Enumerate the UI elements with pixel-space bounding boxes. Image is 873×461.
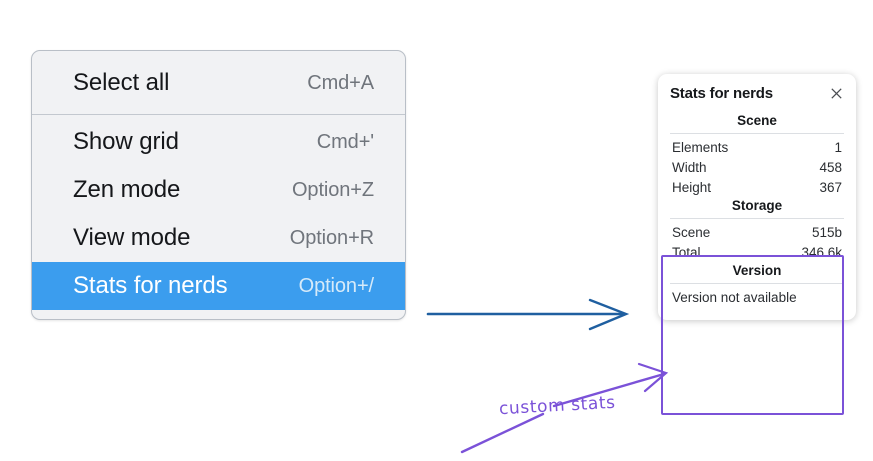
stat-row: Height 367 xyxy=(670,177,844,197)
menu-item-label: Zen mode xyxy=(73,176,181,203)
section-scene: Scene Elements 1 Width 458 Height 367 xyxy=(670,112,844,197)
close-icon[interactable] xyxy=(829,86,844,101)
panel-header: Stats for nerds xyxy=(670,85,844,102)
menu-item-shortcut: Option+R xyxy=(289,226,374,249)
stat-row: Scene 515b xyxy=(670,222,844,242)
stat-value: 367 xyxy=(819,179,842,195)
section-heading: Scene xyxy=(737,113,777,128)
stat-row: Total 346.6k xyxy=(670,242,844,262)
context-menu[interactable]: Select all Cmd+A Show grid Cmd+' Zen mod… xyxy=(31,50,406,320)
menu-item-shortcut: Cmd+' xyxy=(316,130,374,153)
menu-item-shortcut: Cmd+A xyxy=(307,71,374,94)
section-storage: Storage Scene 515b Total 346.6k xyxy=(670,197,844,262)
menu-group-1: Select all Cmd+A xyxy=(32,56,405,110)
stat-value: 515b xyxy=(811,224,842,240)
menu-item-zen-mode[interactable]: Zen mode Option+Z xyxy=(32,166,405,214)
stat-label: Height xyxy=(672,179,712,195)
section-heading: Version xyxy=(732,263,782,278)
menu-item-label: Show grid xyxy=(73,128,179,155)
custom-stats-label: custom stats xyxy=(498,392,617,420)
menu-item-select-all[interactable]: Select all Cmd+A xyxy=(32,59,405,107)
section-rule xyxy=(670,218,844,219)
menu-item-label: Stats for nerds xyxy=(73,272,228,299)
stat-label: Total xyxy=(672,244,701,260)
menu-item-shortcut: Option+Z xyxy=(291,178,374,201)
section-heading: Storage xyxy=(731,198,783,213)
stat-value: 458 xyxy=(819,159,842,175)
menu-item-stats-for-nerds[interactable]: Stats for nerds Option+/ xyxy=(32,262,405,310)
panel-title: Stats for nerds xyxy=(670,85,773,102)
stat-label: Scene xyxy=(672,224,711,240)
version-value: Version not available xyxy=(672,290,797,305)
section-version: Version Version not available xyxy=(670,262,844,308)
stat-value: 346.6k xyxy=(801,244,842,260)
stat-row: Elements 1 xyxy=(670,137,844,157)
menu-item-label: View mode xyxy=(73,224,191,251)
menu-item-view-mode[interactable]: View mode Option+R xyxy=(32,214,405,262)
stat-label: Elements xyxy=(672,139,729,155)
stat-row: Width 458 xyxy=(670,157,844,177)
section-rule xyxy=(670,133,844,134)
stat-value: 1 xyxy=(834,139,842,155)
menu-group-2: Show grid Cmd+' Zen mode Option+Z View m… xyxy=(32,115,405,313)
stat-label: Width xyxy=(672,159,707,175)
stats-for-nerds-panel: Stats for nerds Scene Elements 1 Width 4… xyxy=(658,74,856,320)
menu-item-label: Select all xyxy=(73,69,170,96)
menu-item-shortcut: Option+/ xyxy=(298,274,374,297)
menu-separator xyxy=(32,114,405,115)
section-rule xyxy=(670,283,844,284)
menu-item-show-grid[interactable]: Show grid Cmd+' xyxy=(32,118,405,166)
